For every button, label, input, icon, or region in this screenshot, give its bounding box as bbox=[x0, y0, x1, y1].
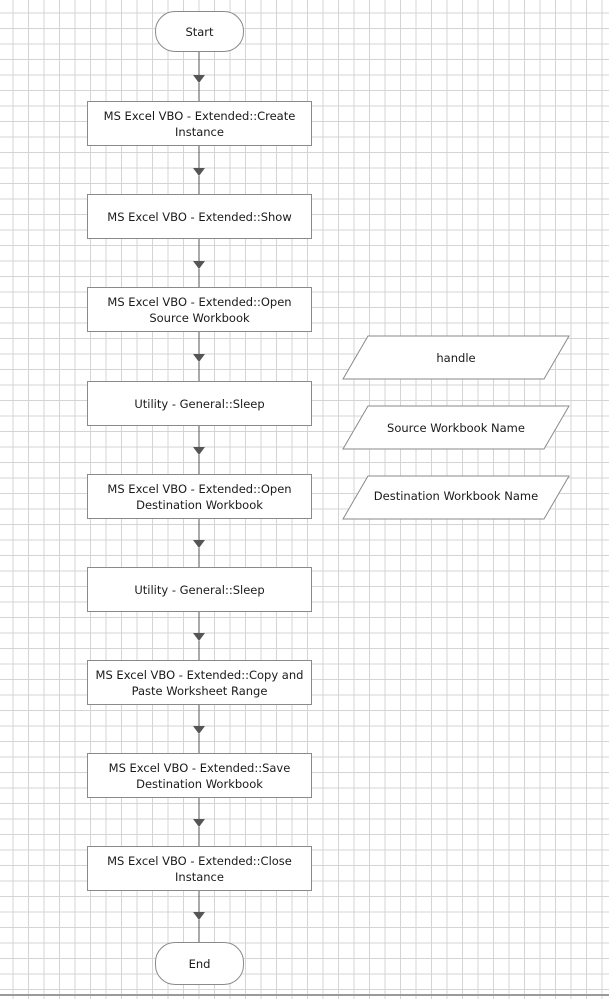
action-stage-sleep-2[interactable]: Utility - General::Sleep bbox=[87, 567, 312, 612]
parallelogram-shape bbox=[342, 405, 570, 450]
canvas-bottom-border bbox=[0, 994, 609, 996]
action-stage-save-destination-workbook[interactable]: MS Excel VBO - Extended::Save Destinatio… bbox=[87, 753, 312, 798]
action-stage-label: MS Excel VBO - Extended::Open Source Wor… bbox=[107, 294, 292, 325]
action-stage-create-instance[interactable]: MS Excel VBO - Extended::Create Instance bbox=[87, 101, 312, 146]
data-item-source-workbook-name[interactable]: Source Workbook Name bbox=[342, 405, 570, 450]
action-stage-label: MS Excel VBO - Extended::Save Destinatio… bbox=[108, 760, 291, 791]
arrowhead-icon bbox=[193, 447, 205, 455]
arrowhead-icon bbox=[193, 261, 205, 269]
parallelogram-shape bbox=[342, 335, 570, 380]
action-stage-label: MS Excel VBO - Extended::Open Destinatio… bbox=[107, 481, 292, 512]
action-stage-open-source-workbook[interactable]: MS Excel VBO - Extended::Open Source Wor… bbox=[87, 287, 312, 332]
action-stage-sleep-1[interactable]: Utility - General::Sleep bbox=[87, 381, 312, 426]
action-stage-label: MS Excel VBO - Extended::Copy and Paste … bbox=[95, 667, 304, 698]
start-stage-label: Start bbox=[185, 24, 214, 39]
arrowhead-icon bbox=[193, 168, 205, 176]
parallelogram-shape bbox=[342, 475, 570, 520]
arrowhead-icon bbox=[193, 354, 205, 362]
arrowhead-icon bbox=[193, 633, 205, 641]
action-stage-close-instance[interactable]: MS Excel VBO - Extended::Close Instance bbox=[87, 846, 312, 891]
action-stage-label: MS Excel VBO - Extended::Create Instance bbox=[103, 108, 296, 139]
arrowhead-icon bbox=[193, 912, 205, 920]
action-stage-label: Utility - General::Sleep bbox=[134, 396, 265, 411]
end-stage[interactable]: End bbox=[155, 942, 244, 985]
action-stage-copy-paste-range[interactable]: MS Excel VBO - Extended::Copy and Paste … bbox=[87, 660, 312, 705]
data-item-destination-workbook-name[interactable]: Destination Workbook Name bbox=[342, 475, 570, 520]
arrowhead-icon bbox=[193, 819, 205, 827]
start-stage[interactable]: Start bbox=[155, 11, 244, 52]
end-stage-label: End bbox=[188, 956, 211, 971]
action-stage-open-destination-workbook[interactable]: MS Excel VBO - Extended::Open Destinatio… bbox=[87, 474, 312, 519]
data-item-label: handle bbox=[436, 350, 476, 365]
action-stage-label: MS Excel VBO - Extended::Show bbox=[107, 209, 292, 224]
action-stage-label: Utility - General::Sleep bbox=[134, 582, 265, 597]
data-item-label: Source Workbook Name bbox=[387, 420, 525, 435]
action-stage-show[interactable]: MS Excel VBO - Extended::Show bbox=[87, 194, 312, 239]
action-stage-label: MS Excel VBO - Extended::Close Instance bbox=[107, 853, 292, 884]
data-item-label: Destination Workbook Name bbox=[373, 488, 539, 503]
data-item-handle[interactable]: handle bbox=[342, 335, 570, 380]
arrowhead-icon bbox=[193, 540, 205, 548]
arrowhead-icon bbox=[193, 75, 205, 83]
arrowhead-icon bbox=[193, 726, 205, 734]
